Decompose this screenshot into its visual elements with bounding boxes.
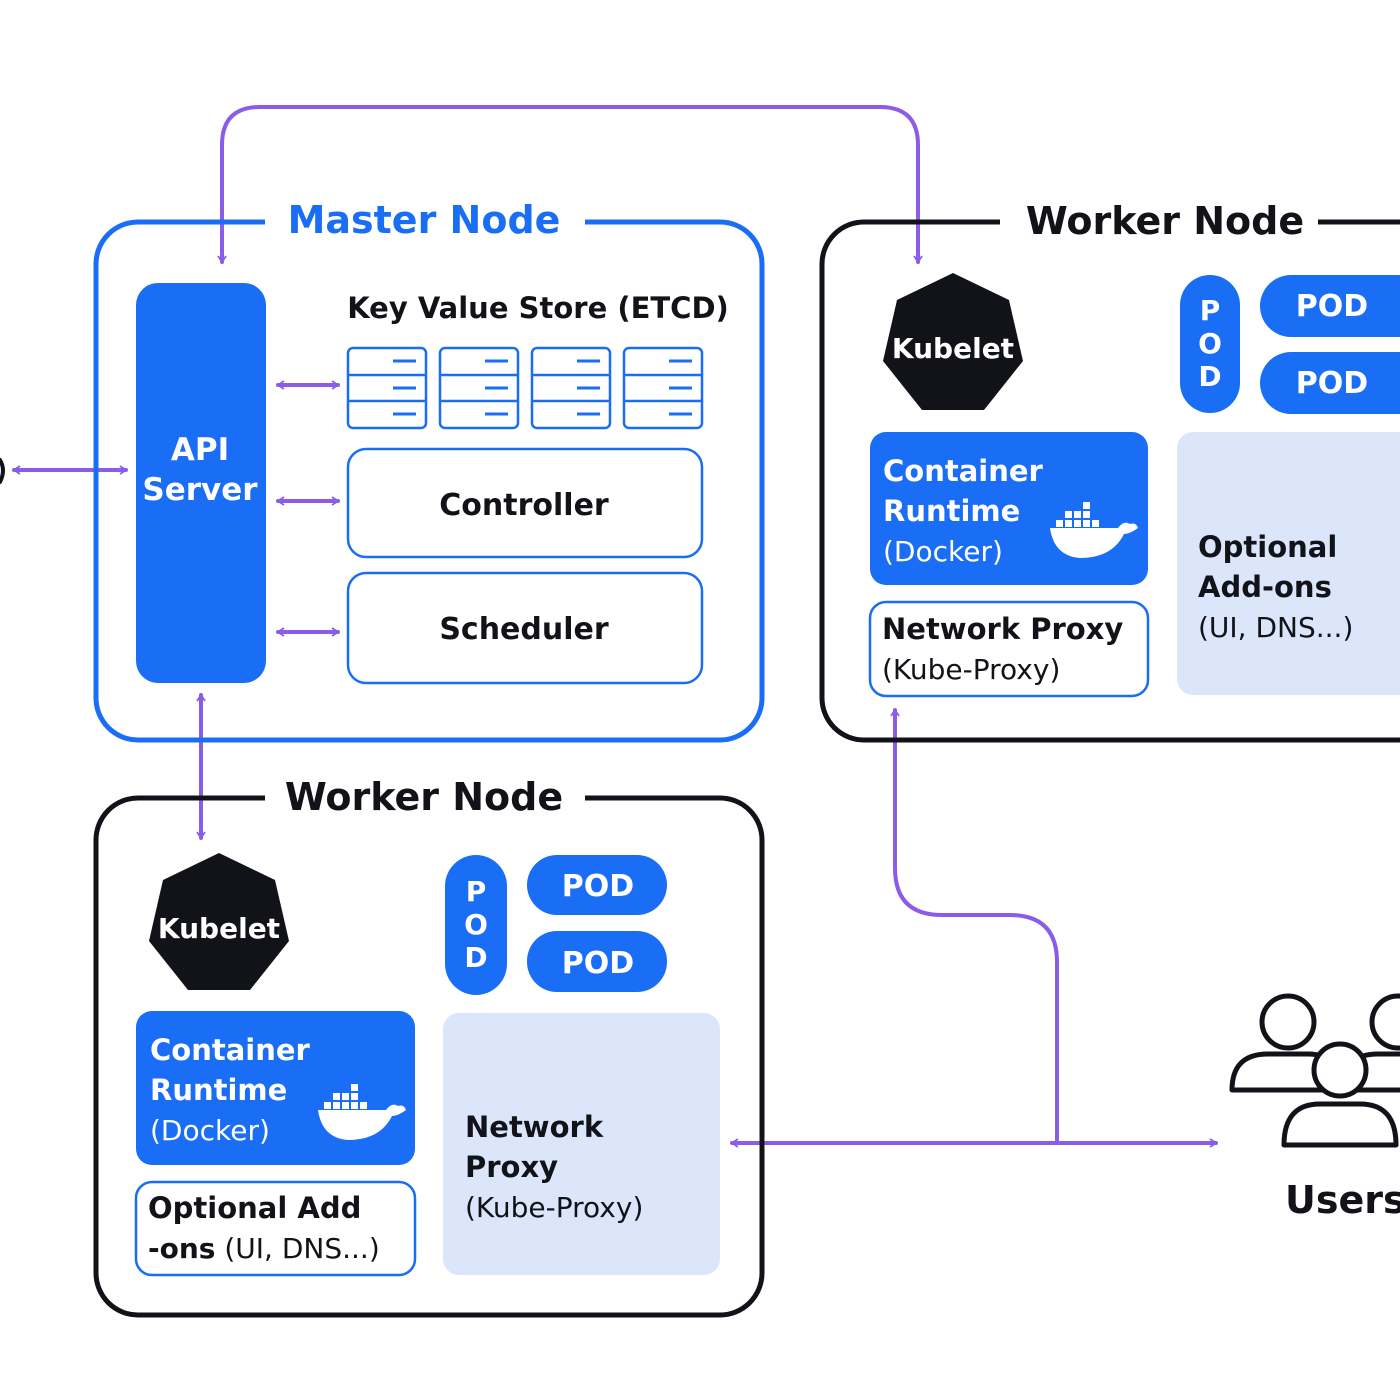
- pod-label: POD: [562, 869, 634, 904]
- addons-label: Optional Add: [148, 1191, 361, 1225]
- kubelet-heptagon-icon: [149, 853, 289, 990]
- users-label: Users: [1285, 1178, 1400, 1222]
- pod[interactable]: POD: [1260, 352, 1400, 414]
- master-node: Master Node API Server Key Value Store (…: [93, 198, 765, 743]
- network-proxy-sublabel: (Kube-Proxy): [882, 653, 1060, 686]
- network-proxy-label: Proxy: [465, 1150, 558, 1184]
- controller-label: Controller: [439, 488, 609, 523]
- users-to-right-proxy-arrow: [890, 708, 1059, 1145]
- network-proxy-sublabel: (Kube-Proxy): [465, 1191, 643, 1224]
- pod-letter: O: [464, 908, 488, 941]
- worker-node-title: Worker Node: [285, 775, 563, 819]
- network-proxy[interactable]: Network Proxy (Kube-Proxy): [868, 600, 1150, 698]
- controller[interactable]: Controller: [346, 447, 704, 559]
- addons-label-cont: -ons: [148, 1232, 215, 1265]
- api-server-label: API: [171, 432, 229, 468]
- container-runtime[interactable]: Container Runtime (Docker): [870, 432, 1148, 585]
- optional-addons[interactable]: Optional Add -ons (UI, DNS...): [134, 1180, 417, 1277]
- kubelet[interactable]: Kubelet: [149, 853, 289, 990]
- users[interactable]: Users: [1229, 993, 1400, 1222]
- users-icon: [1229, 993, 1400, 1148]
- kubelet-label: Kubelet: [892, 332, 1014, 365]
- pod[interactable]: POD: [527, 855, 667, 915]
- external-client-fragment: [0, 458, 5, 484]
- container-runtime-sublabel: (Docker): [883, 535, 1003, 568]
- scheduler-label: Scheduler: [439, 612, 609, 647]
- pod-label: POD: [1296, 366, 1368, 401]
- pod-letter: D: [1198, 360, 1221, 393]
- pod-letter: P: [1200, 294, 1221, 327]
- api-server-label: Server: [142, 472, 258, 508]
- pod-vertical[interactable]: P O D: [1180, 275, 1240, 413]
- addons-sublabel: (UI, DNS...): [1198, 611, 1353, 644]
- container-runtime-label: Container: [150, 1033, 311, 1067]
- etcd-label: Key Value Store (ETCD): [347, 291, 729, 325]
- container-runtime-label: Runtime: [883, 494, 1020, 528]
- master-to-worker-arrow: [217, 105, 923, 264]
- kubelet-heptagon-icon: [883, 273, 1023, 410]
- addons-label: Optional: [1198, 530, 1337, 564]
- pod-letter: D: [464, 941, 487, 974]
- server-icon: [530, 346, 612, 430]
- network-proxy-label: Network Proxy: [882, 612, 1123, 646]
- master-node-title: Master Node: [288, 198, 561, 242]
- container-runtime[interactable]: Container Runtime (Docker): [136, 1011, 415, 1165]
- addons-label: Add-ons: [1198, 570, 1332, 604]
- worker-node-right: Worker Node Kubelet P O D POD POD Contai…: [819, 199, 1400, 743]
- addons-sublabel-text: (UI, DNS...): [215, 1232, 379, 1265]
- pod-letter: O: [1198, 327, 1222, 360]
- pod-vertical[interactable]: P O D: [445, 855, 507, 995]
- network-proxy-label: Network: [465, 1110, 604, 1144]
- connectors: [0, 105, 1218, 1148]
- pod[interactable]: POD: [1260, 275, 1400, 337]
- worker-node-bottom: Worker Node Kubelet P O D POD POD Contai…: [93, 775, 765, 1318]
- worker-node-title: Worker Node: [1026, 199, 1304, 243]
- pod[interactable]: POD: [527, 931, 667, 992]
- scheduler[interactable]: Scheduler: [346, 571, 704, 685]
- container-runtime-sublabel: (Docker): [150, 1114, 270, 1147]
- pod-label: POD: [1296, 289, 1368, 324]
- server-icon: [346, 346, 428, 430]
- server-icon: [438, 346, 520, 430]
- kubelet[interactable]: Kubelet: [883, 273, 1023, 410]
- server-icon: [622, 346, 704, 430]
- api-server[interactable]: API Server: [136, 283, 266, 683]
- kubelet-label: Kubelet: [158, 912, 280, 945]
- pod-letter: P: [466, 875, 487, 908]
- container-runtime-label: Container: [883, 454, 1044, 488]
- pod-label: POD: [562, 946, 634, 981]
- optional-addons[interactable]: Optional Add-ons (UI, DNS...): [1177, 432, 1400, 695]
- addons-sublabel: -ons (UI, DNS...): [148, 1232, 380, 1265]
- etcd-servers: [346, 346, 704, 430]
- network-proxy[interactable]: Network Proxy (Kube-Proxy): [443, 1013, 720, 1275]
- container-runtime-label: Runtime: [150, 1073, 287, 1107]
